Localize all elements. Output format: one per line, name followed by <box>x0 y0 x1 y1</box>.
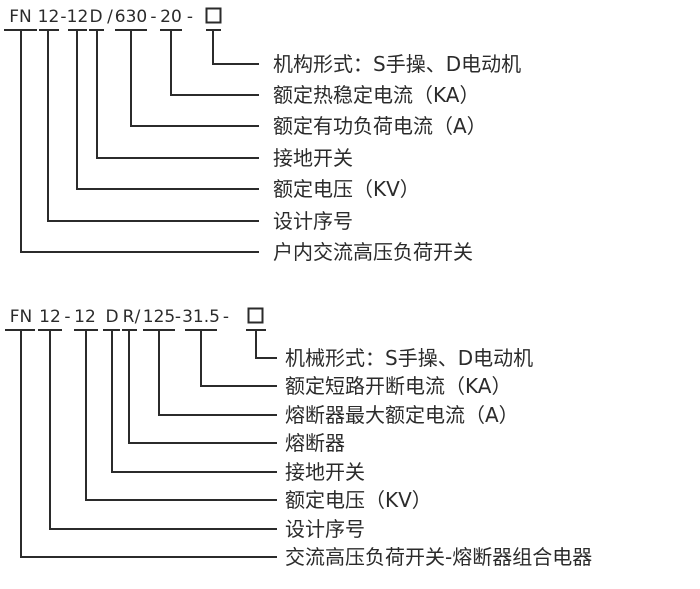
d1-code-load-current: 630 <box>115 7 147 27</box>
d2-connector-mechanism <box>255 330 277 359</box>
d2-connector-fuse <box>128 330 277 444</box>
d1-connector-series <box>20 30 259 253</box>
diagram1: FN 12 - 12 D / 630 - 20 - <box>4 7 521 264</box>
d2-label-earthing-switch: 接地开关 <box>285 460 365 484</box>
d2-connector-series <box>20 330 277 558</box>
d1-code-earthing-switch: D <box>89 7 102 27</box>
d1-code-voltage: 12 <box>67 7 89 27</box>
diagram2-model-code: FN 12 - 12 D R / 125 - 31.5 - <box>10 307 264 327</box>
d2-label-rated-voltage: 额定电压（KV） <box>285 488 432 512</box>
d2-code-voltage: 12 <box>74 307 96 327</box>
d1-label-thermal-stability-current: 额定热稳定电流（KA） <box>273 83 479 107</box>
d2-label-breaking-current: 额定短路开断电流（KA） <box>285 374 511 398</box>
d1-code-separator-2: / <box>107 7 113 27</box>
d2-code-series: FN <box>10 307 33 327</box>
d2-placeholder-box-icon <box>247 307 264 324</box>
d1-label-earthing-switch: 接地开关 <box>273 146 353 170</box>
d1-code-separator-4: - <box>187 7 193 27</box>
d2-connector-voltage <box>85 330 277 501</box>
d2-connector-design-serial <box>49 330 277 530</box>
d1-code-thermal-current: 20 <box>160 7 182 27</box>
d1-label-switch-type: 户内交流高压负荷开关 <box>273 240 473 264</box>
d1-connector-load-current <box>130 30 259 127</box>
d2-code-separator-4: - <box>223 307 229 327</box>
d1-placeholder-box-icon <box>205 7 222 24</box>
d2-connector-earthing-switch <box>111 330 277 473</box>
d1-connector-earthing-switch <box>96 30 259 159</box>
d1-code-separator-3: - <box>150 7 156 27</box>
d2-code-separator-2: / <box>135 307 141 327</box>
d2-code-separator-1: - <box>64 307 70 327</box>
d1-label-design-serial: 设计序号 <box>273 209 353 233</box>
diagram1-labels: 机构形式：S手操、D电动机 额定热稳定电流（KA） 额定有功负荷电流（A） 接地… <box>273 52 521 264</box>
d2-code-breaking-current: 31.5 <box>182 307 220 327</box>
d2-label-mechanism-type: 机械形式：S手操、D电动机 <box>285 346 533 370</box>
d1-code-design-serial: 12 <box>38 7 60 27</box>
d2-label-combination-type: 交流高压负荷开关-熔断器组合电器 <box>285 545 592 569</box>
d1-code-series: FN <box>9 7 32 27</box>
d1-label-active-load-current: 额定有功负荷电流（A） <box>273 114 487 138</box>
d2-code-earthing-switch: D <box>105 307 118 327</box>
d2-connector-fuse-max-current <box>158 330 277 416</box>
d1-label-mechanism-type: 机构形式：S手操、D电动机 <box>273 52 521 76</box>
d1-connector-mechanism <box>212 30 259 65</box>
d2-label-design-serial: 设计序号 <box>285 517 365 541</box>
diagram2-connectors <box>20 330 277 558</box>
d2-code-separator-3: - <box>175 307 181 327</box>
diagram2-labels: 机械形式：S手操、D电动机 额定短路开断电流（KA） 熔断器最大额定电流（A） … <box>285 346 592 569</box>
diagram2: FN 12 - 12 D R / 125 - 31.5 - <box>5 307 592 569</box>
diagram1-connectors <box>20 30 259 253</box>
d2-code-fuse-max-current: 125 <box>143 307 175 327</box>
d2-connector-breaking-current <box>200 330 277 387</box>
d2-code-fuse: R <box>123 307 135 327</box>
diagram1-model-code: FN 12 - 12 D / 630 - 20 - <box>9 7 222 27</box>
d1-connector-design-serial <box>47 30 259 222</box>
d2-label-fuse: 熔断器 <box>285 431 345 455</box>
d2-code-design-serial: 12 <box>39 307 61 327</box>
d1-code-separator-1: - <box>60 7 66 27</box>
d1-label-rated-voltage: 额定电压（KV） <box>273 177 420 201</box>
d1-connector-voltage <box>76 30 259 190</box>
d2-label-fuse-max-current: 熔断器最大额定电流（A） <box>285 403 519 427</box>
d1-connector-thermal-current <box>170 30 259 96</box>
